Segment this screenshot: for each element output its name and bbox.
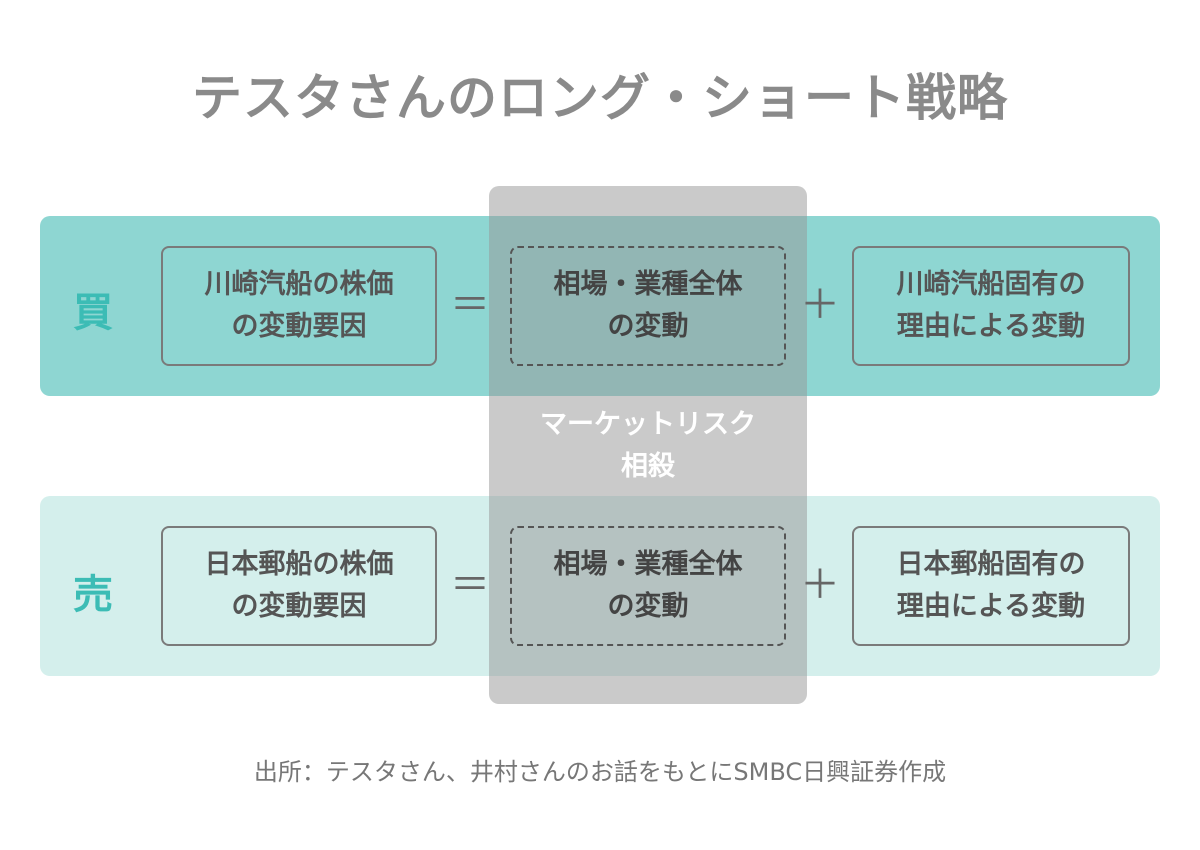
buy-market-box: 相場・業種全体 の変動 [510, 246, 786, 366]
buy-equals-sign: ＝ [450, 282, 490, 328]
buy-label: 買 [73, 290, 113, 336]
sell-label: 売 [73, 572, 113, 618]
sell-market-box: 相場・業種全体 の変動 [510, 526, 786, 646]
buy-specific-box: 川崎汽船固有の 理由による変動 [852, 246, 1130, 366]
market-risk-column [489, 186, 807, 704]
sell-specific-line-2: 理由による変動 [896, 591, 1086, 622]
sell-market-line-1: 相場・業種全体 [553, 549, 743, 580]
buy-market-line-2: の変動 [607, 311, 689, 342]
market-risk-line-1: マーケットリスク [540, 409, 756, 440]
sell-specific-line-1: 日本郵船固有の [896, 549, 1086, 580]
buy-specific-line-2: 理由による変動 [896, 311, 1086, 342]
diagram-title: テスタさんのロング・ショート戦略 [192, 69, 1008, 127]
sell-specific-box: 日本郵船固有の 理由による変動 [852, 526, 1130, 646]
sell-equals-sign: ＝ [450, 562, 490, 608]
source-note: 出所：テスタさん、井村さんのお話をもとにSMBC日興証券作成 [253, 758, 947, 786]
sell-stock-line-2: の変動要因 [231, 591, 367, 622]
buy-market-line-1: 相場・業種全体 [553, 269, 743, 300]
market-risk-line-2: 相殺 [621, 451, 675, 482]
sell-market-line-2: の変動 [607, 591, 689, 622]
buy-stock-line-2: の変動要因 [231, 311, 367, 342]
buy-plus-sign: ＋ [800, 282, 840, 328]
market-risk-label: マーケットリスク 相殺 [489, 404, 807, 488]
sell-stock-box: 日本郵船の株価 の変動要因 [161, 526, 437, 646]
buy-stock-box: 川崎汽船の株価 の変動要因 [161, 246, 437, 366]
buy-stock-line-1: 川崎汽船の株価 [204, 269, 394, 300]
buy-specific-line-1: 川崎汽船固有の [896, 269, 1086, 300]
sell-plus-sign: ＋ [800, 562, 840, 608]
sell-stock-line-1: 日本郵船の株価 [204, 549, 394, 580]
